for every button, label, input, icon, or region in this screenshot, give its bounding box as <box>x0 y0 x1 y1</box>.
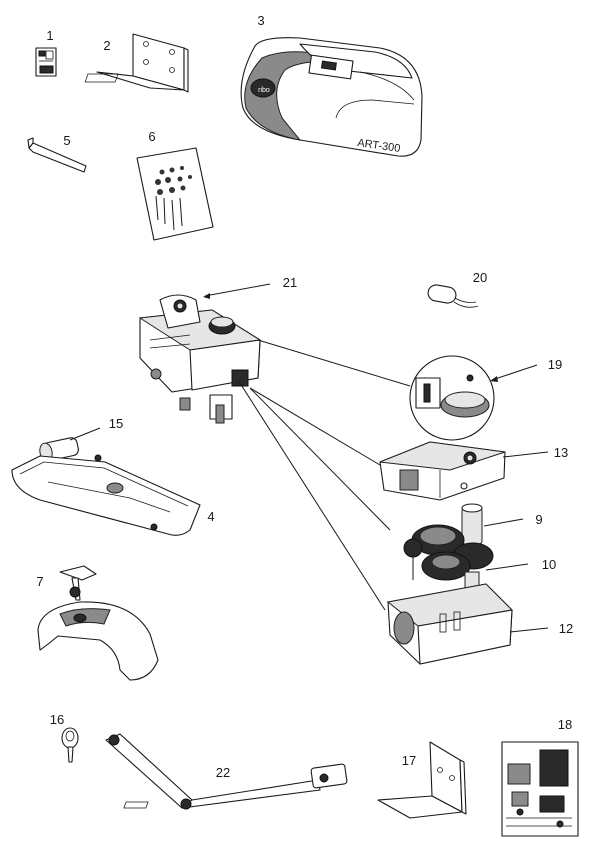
callout-20: 20 <box>473 270 487 285</box>
callout-5: 5 <box>63 133 70 148</box>
callout-22: 22 <box>216 765 230 780</box>
part-1-label-sticker <box>35 47 57 77</box>
callout-1: 1 <box>46 28 53 43</box>
callout-6: 6 <box>148 129 155 144</box>
part-2-mounting-bracket <box>84 33 189 93</box>
callout-19: 19 <box>548 357 562 372</box>
callout-7: 7 <box>36 574 43 589</box>
leader-13 <box>502 451 549 458</box>
callout-18: 18 <box>558 717 572 732</box>
svg-text:ribo: ribo <box>258 87 270 94</box>
leader-21 <box>204 283 271 297</box>
leader-12 <box>509 627 549 633</box>
leader-10 <box>485 563 529 571</box>
part-20-capacitor <box>427 284 479 308</box>
leader-19 <box>491 364 538 381</box>
callout-10: 10 <box>542 557 556 572</box>
callout-9: 9 <box>535 512 542 527</box>
callout-17: 17 <box>402 753 416 768</box>
part-22-articulated-arm <box>105 733 348 810</box>
part-7-lock-cover <box>37 565 159 681</box>
leader-15 <box>69 427 101 441</box>
part-16-key <box>61 727 79 763</box>
callout-4: 4 <box>207 509 214 524</box>
callout-3: 3 <box>257 13 264 28</box>
callout-15: 15 <box>109 416 123 431</box>
part-18-control-board <box>501 741 579 837</box>
part-4-base-plate <box>11 455 201 536</box>
part-19-detail-view <box>409 355 495 441</box>
callout-2: 2 <box>103 38 110 53</box>
assembly-leaders <box>237 339 411 611</box>
part-13-gearbox-top <box>379 441 506 501</box>
part-6-screw-kit <box>136 147 214 241</box>
part-5-hex-key <box>27 137 87 173</box>
callout-12: 12 <box>559 621 573 636</box>
leader-9 <box>483 518 524 527</box>
part-12-gearbox-base <box>386 583 514 665</box>
part-9-output-shaft <box>461 503 483 545</box>
callout-21: 21 <box>283 275 297 290</box>
part-3-motor-cover: ribo ART-300 <box>240 37 423 157</box>
callout-16: 16 <box>50 712 64 727</box>
part-21-motor-unit <box>138 294 262 424</box>
callout-13: 13 <box>554 445 568 460</box>
part-17-arm-bracket <box>123 741 467 819</box>
housing-brand-text: ART-300 <box>357 137 401 155</box>
